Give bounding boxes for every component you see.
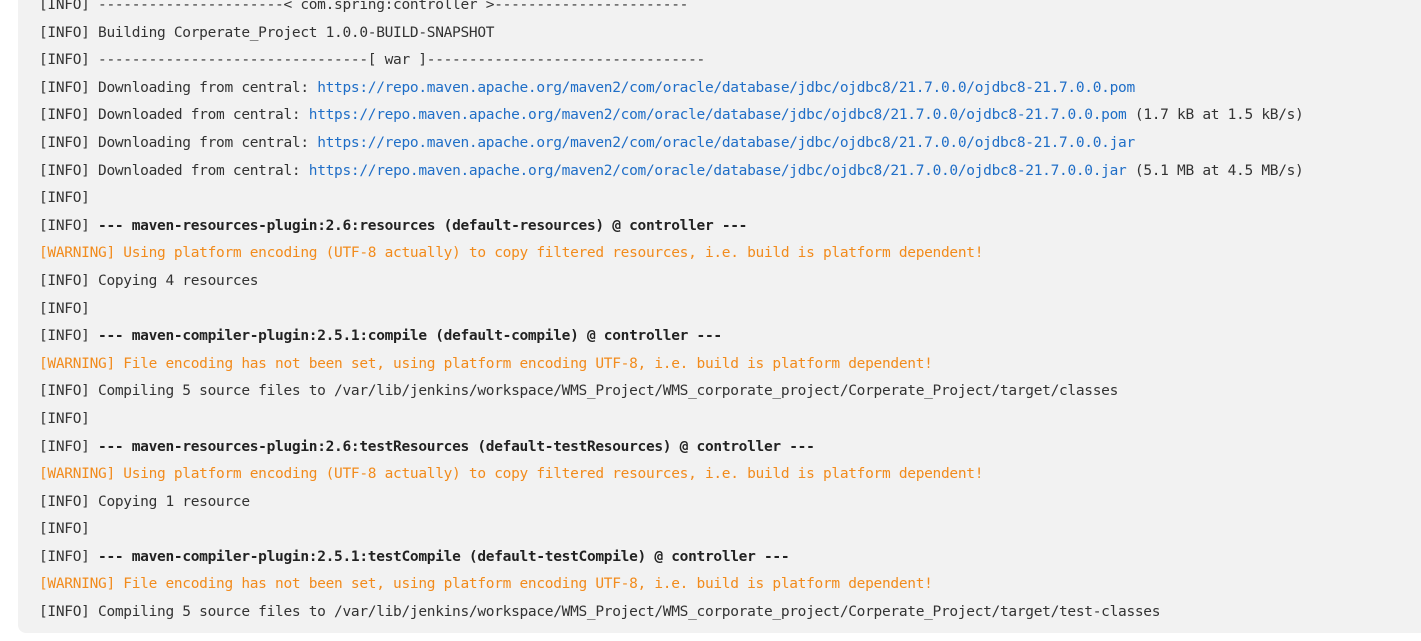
log-prefix: [INFO] Downloaded from central:	[39, 162, 309, 179]
download-stats: (5.1 MB at 4.5 MB/s)	[1126, 162, 1304, 179]
console-line: [INFO] Compiling 5 source files to /var/…	[39, 383, 1119, 400]
console-line: [INFO] --- maven-compiler-plugin:2.5.1:c…	[39, 323, 1421, 351]
plugin-goal-header: --- maven-resources-plugin:2.6:testResou…	[98, 438, 815, 455]
log-prefix: [INFO]	[39, 548, 99, 565]
console-line: [INFO] Copying 4 resources	[39, 272, 259, 289]
console-warning-line: [WARNING] Using platform encoding (UTF-8…	[39, 245, 984, 262]
log-prefix: [INFO]	[39, 217, 99, 234]
console-line: [INFO] --- maven-resources-plugin:2.6:te…	[39, 434, 1421, 462]
console-line: [INFO] Copying 1 resource	[39, 493, 250, 510]
console-line: [INFO] --- maven-compiler-plugin:2.5.1:t…	[39, 544, 1421, 572]
console-line: [INFO]	[39, 190, 90, 207]
console-line: [INFO] ----------------------< com.sprin…	[39, 0, 689, 13]
plugin-goal-header: --- maven-compiler-plugin:2.5.1:testComp…	[98, 548, 790, 565]
artifact-url-link[interactable]: https://repo.maven.apache.org/maven2/com…	[308, 107, 1127, 124]
log-prefix: [INFO] Downloading from central:	[39, 79, 318, 96]
log-prefix: [INFO] Downloading from central:	[39, 134, 318, 151]
plugin-goal-header: --- maven-resources-plugin:2.6:resources…	[98, 217, 748, 234]
console-line: [INFO] Compiling 5 source files to /var/…	[39, 604, 1161, 621]
console-line: [INFO] Downloaded from central: https://…	[39, 102, 1421, 130]
console-line: [INFO]	[39, 521, 90, 538]
artifact-url-link[interactable]: https://repo.maven.apache.org/maven2/com…	[317, 79, 1135, 96]
download-stats: (1.7 kB at 1.5 kB/s)	[1126, 107, 1304, 124]
console-line: [INFO] Downloading from central: https:/…	[39, 130, 1421, 158]
log-prefix: [INFO]	[39, 328, 99, 345]
console-line: [INFO] --- maven-resources-plugin:2.6:re…	[39, 213, 1421, 241]
console-line: [INFO]	[39, 300, 90, 317]
plugin-goal-header: --- maven-compiler-plugin:2.5.1:compile …	[98, 328, 722, 345]
console-warning-line: [WARNING] File encoding has not been set…	[39, 355, 933, 372]
console-warning-line: [WARNING] Using platform encoding (UTF-8…	[39, 466, 984, 483]
artifact-url-link[interactable]: https://repo.maven.apache.org/maven2/com…	[308, 162, 1127, 179]
console-line: [INFO] Downloading from central: https:/…	[39, 75, 1421, 103]
artifact-url-link[interactable]: https://repo.maven.apache.org/maven2/com…	[317, 134, 1135, 151]
log-prefix: [INFO]	[39, 438, 99, 455]
console-line: [INFO] --------------------------------[…	[39, 52, 705, 69]
console-warning-line: [WARNING] File encoding has not been set…	[39, 576, 933, 593]
console-line: [INFO] Downloaded from central: https://…	[39, 158, 1421, 186]
console-line: [INFO]	[39, 410, 90, 427]
console-output: [INFO] ----------------------< com.sprin…	[18, 0, 1421, 633]
console-line: [INFO] Building Corperate_Project 1.0.0-…	[39, 24, 495, 41]
log-prefix: [INFO] Downloaded from central:	[39, 107, 309, 124]
